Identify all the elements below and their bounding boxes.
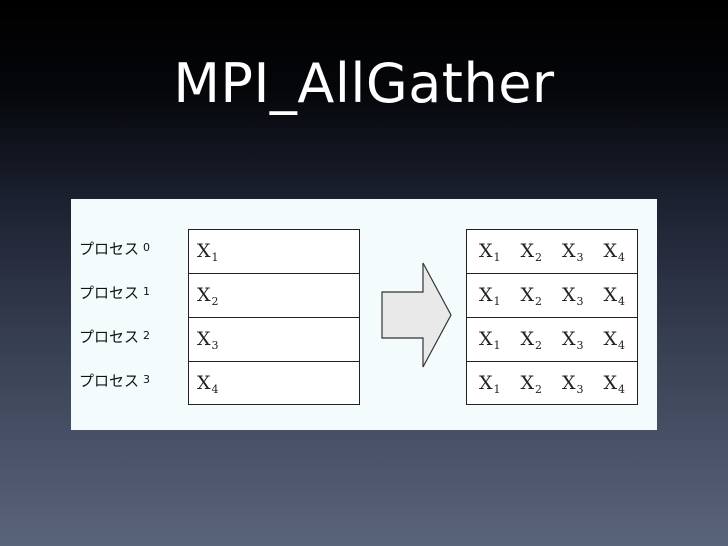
data-cell: X2 (520, 372, 543, 396)
process-number: 1 (143, 285, 151, 298)
input-buffer-table: X1 X2 X3 X4 (188, 229, 360, 405)
output-buffer-table: X1 X2 X3 X4 X1 X2 X3 X4 X1 X2 X3 X4 X1 X… (466, 229, 638, 405)
data-cell: X4 (603, 327, 626, 352)
data-cell: X1 (478, 283, 501, 308)
input-row: X1 (189, 230, 359, 274)
data-cell: X4 (603, 283, 626, 308)
input-row: X2 (189, 274, 359, 318)
process-label-text: プロセス (79, 284, 140, 302)
process-number: 0 (143, 241, 151, 254)
data-cell: X3 (561, 283, 584, 308)
output-row: X1 X2 X3 X4 (467, 274, 637, 318)
data-cell: X3 (561, 372, 584, 396)
data-cell: X4 (197, 372, 219, 396)
process-label-text: プロセス (79, 240, 140, 258)
data-cell: X3 (561, 239, 584, 264)
process-label-text: プロセス (79, 372, 140, 390)
process-label-text: プロセス (79, 328, 140, 346)
input-row: X3 (189, 318, 359, 362)
data-cell: X4 (603, 372, 626, 396)
data-cell: X1 (478, 372, 501, 396)
input-row: X4 (189, 362, 359, 406)
slide-title: MPI_AllGather (173, 52, 555, 115)
data-cell: X3 (561, 327, 584, 352)
data-cell: X4 (603, 239, 626, 264)
data-cell: X2 (197, 283, 219, 308)
data-cell: X1 (478, 327, 501, 352)
output-row: X1 X2 X3 X4 (467, 230, 637, 274)
process-number: 3 (143, 373, 151, 386)
process-number: 2 (143, 329, 151, 342)
data-cell: X2 (520, 239, 543, 264)
data-cell: X3 (197, 327, 219, 352)
data-cell: X2 (520, 327, 543, 352)
data-cell: X2 (520, 283, 543, 308)
output-row: X1 X2 X3 X4 (467, 362, 637, 406)
data-cell: X1 (197, 239, 219, 264)
output-row: X1 X2 X3 X4 (467, 318, 637, 362)
right-arrow-icon (381, 262, 452, 368)
data-cell: X1 (478, 239, 501, 264)
